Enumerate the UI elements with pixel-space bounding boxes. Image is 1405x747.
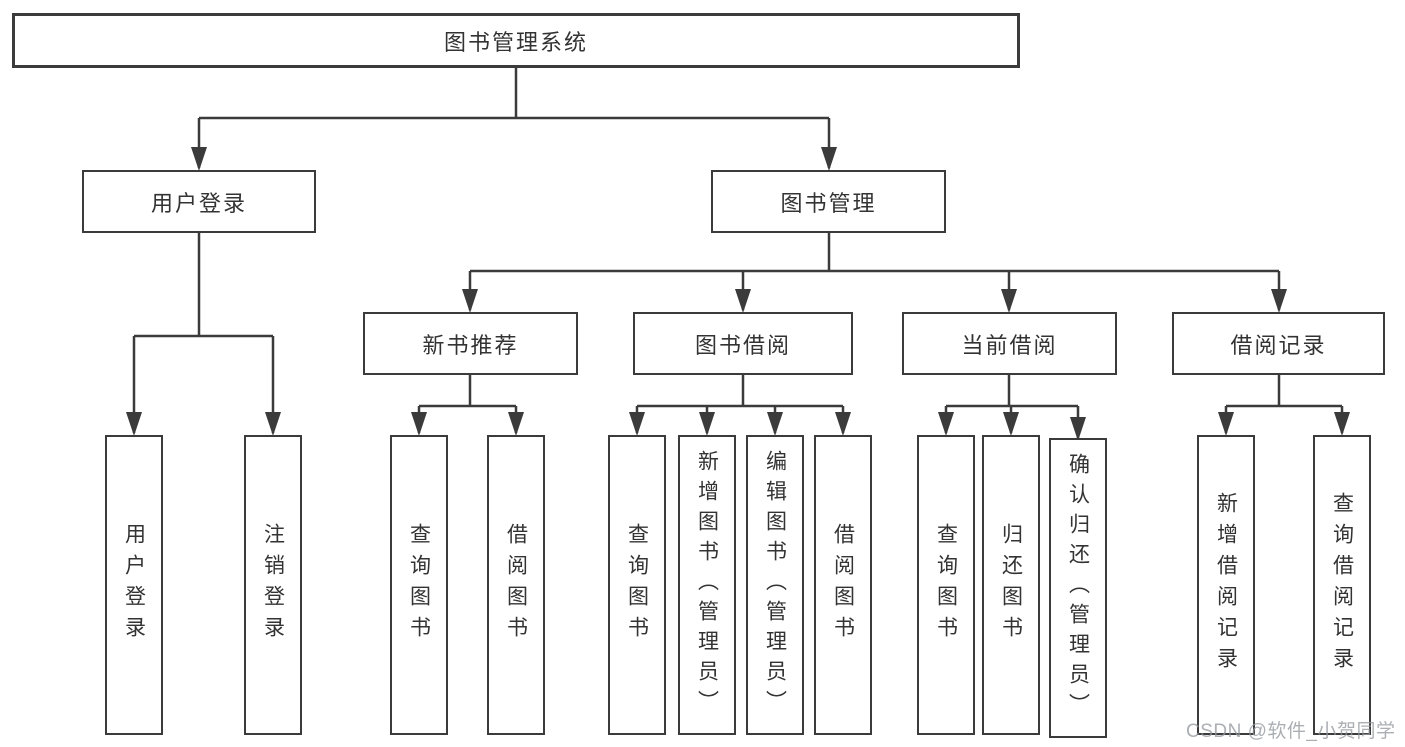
connector-root-trunk	[199, 68, 829, 120]
leaf-nbr-borrow-books: 借阅图书	[487, 435, 545, 735]
node-current-borrow: 当前借阅	[902, 312, 1117, 375]
leaf-br-query-record: 查询借阅记录	[1313, 435, 1371, 735]
leaf-cb-confirm-return-admin: 确认归还（管理员）	[1049, 438, 1107, 738]
leaf-nbr-query-books: 查询图书	[390, 435, 448, 735]
connector-book-borrow	[637, 375, 843, 408]
leaf-cb-return-books: 归还图书	[982, 435, 1040, 735]
node-borrow-records: 借阅记录	[1172, 312, 1385, 375]
leaf-br-add-record: 新增借阅记录	[1197, 435, 1255, 735]
node-user-login: 用户登录	[82, 170, 316, 233]
connector-user-login	[134, 233, 273, 338]
leaf-cb-query-books: 查询图书	[917, 435, 975, 735]
connector-current-borrow	[946, 375, 1078, 408]
connector-new-book-rec	[419, 375, 516, 408]
leaf-user-login: 用户登录	[105, 435, 163, 735]
node-book-borrow: 图书借阅	[633, 312, 853, 375]
node-root-system: 图书管理系统	[12, 13, 1020, 68]
node-book-management: 图书管理	[711, 170, 946, 233]
leaf-bb-borrow-books: 借阅图书	[814, 435, 872, 735]
leaf-bb-add-books-admin: 新增图书（管理员）	[678, 435, 736, 735]
leaf-bb-query-books: 查询图书	[608, 435, 666, 735]
connector-book-mgmt	[470, 233, 1279, 273]
node-new-book-recommend: 新书推荐	[363, 312, 578, 375]
leaf-bb-edit-books-admin: 编辑图书（管理员）	[746, 435, 804, 735]
csdn-watermark: CSDN @软件_小贺同学	[1186, 721, 1396, 742]
leaf-logout: 注销登录	[244, 435, 302, 735]
connector-borrow-records	[1226, 375, 1342, 408]
